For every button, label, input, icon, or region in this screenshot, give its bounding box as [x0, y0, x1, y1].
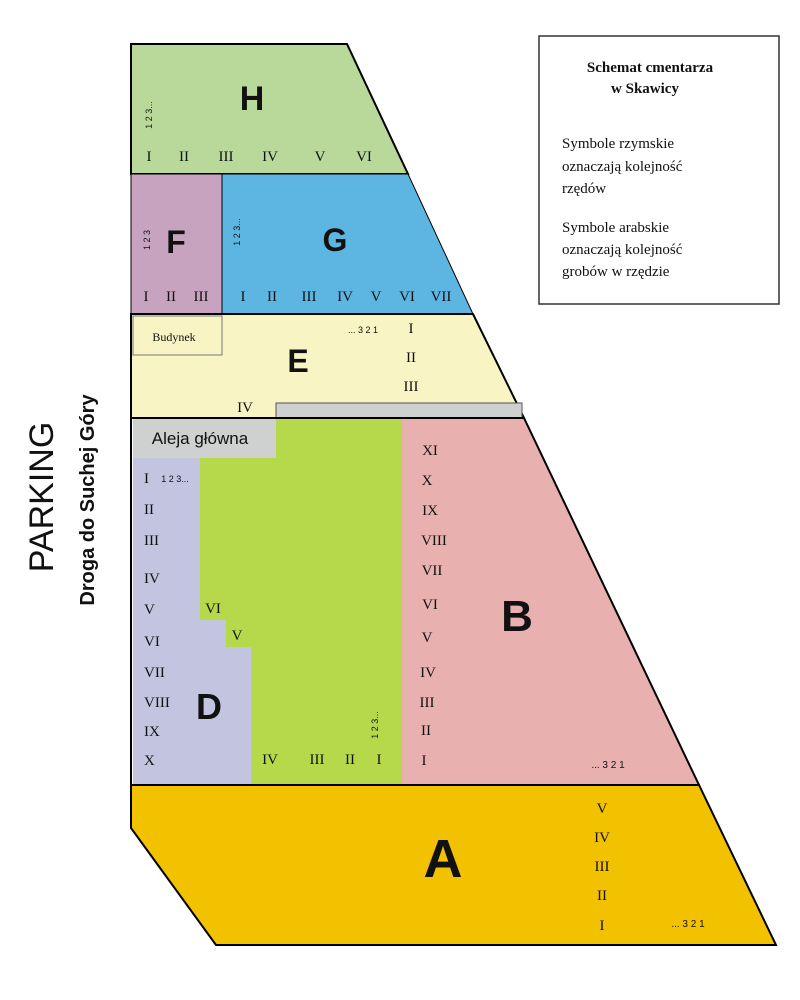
legend-roman-line: oznaczają kolejność: [562, 159, 683, 175]
row-label: II: [597, 888, 607, 904]
section-f[interactable]: [130, 173, 223, 315]
section-g-rows: I II III IV V VI VII: [241, 289, 452, 305]
legend-box: [538, 35, 780, 305]
row-label: I: [409, 321, 414, 337]
section-b-letter: B: [501, 592, 533, 641]
legend-subtitle: w Skawicy: [611, 81, 679, 97]
row-label: II: [421, 723, 431, 739]
section-b[interactable]: [402, 418, 699, 785]
section-c-graves: 1 2 3...: [370, 711, 380, 739]
row-label: III: [219, 149, 234, 165]
row-label: IV: [237, 400, 253, 416]
row-label: IV: [420, 665, 436, 681]
row-label: IV: [594, 830, 610, 846]
legend-arabic-line: oznaczają kolejność: [562, 242, 683, 258]
legend-arabic: Symbole arabskie oznaczają kolejność gro…: [562, 220, 683, 280]
section-h-graves: 1 2 3...: [144, 101, 154, 129]
row-label: IV: [262, 752, 278, 768]
section-d-graves: 1 2 3...: [161, 474, 189, 484]
building-label: Budynek: [152, 330, 195, 344]
row-label: X: [144, 753, 155, 769]
row-label: II: [267, 289, 277, 305]
row-label: III: [194, 289, 209, 305]
section-e-path: [275, 402, 523, 419]
row-label: I: [144, 471, 149, 487]
section-e-letter: E: [287, 343, 308, 379]
section-a-graves: ... 3 2 1: [671, 919, 705, 930]
row-label: XI: [422, 443, 438, 459]
row-label: V: [144, 602, 155, 618]
legend-arabic-line: Symbole arabskie: [562, 220, 669, 236]
section-g-graves: 1 2 3...: [232, 218, 242, 246]
legend-roman-line: Symbole rzymskie: [562, 136, 674, 152]
section-g-letter: G: [323, 222, 348, 258]
section-d-letter: D: [196, 686, 222, 727]
legend-roman-line: rzędów: [562, 181, 606, 197]
row-label: III: [302, 289, 317, 305]
row-label: I: [147, 149, 152, 165]
road-label: Droga do Suchej Góry: [77, 394, 99, 606]
section-a-rows: V IV III II I: [594, 801, 610, 934]
legend-arabic-line: grobów w rzędzie: [562, 264, 670, 280]
row-label: V: [315, 149, 326, 165]
row-label: II: [144, 502, 154, 518]
row-label: I: [377, 752, 382, 768]
section-e-graves: ... 3 2 1: [348, 325, 378, 335]
row-label: VI: [205, 601, 221, 617]
section-c-rows: VI V IV III II I: [205, 601, 381, 768]
legend-title: Schemat cmentarza: [587, 60, 714, 76]
row-label: V: [232, 628, 243, 644]
row-label: IV: [262, 149, 278, 165]
section-d-rows: I II III IV V VI VII VIII IX X: [144, 471, 170, 769]
main-alley[interactable]: [133, 419, 276, 458]
row-label: VIII: [144, 695, 170, 711]
row-label: IV: [144, 571, 160, 587]
section-h-letter: H: [240, 80, 265, 118]
row-label: II: [179, 149, 189, 165]
row-label: I: [600, 918, 605, 934]
row-label: V: [597, 801, 608, 817]
row-label: VI: [144, 634, 160, 650]
row-label: II: [406, 350, 416, 366]
row-label: VII: [431, 289, 452, 305]
section-c[interactable]: [200, 418, 402, 785]
section-b-graves: ... 3 2 1: [591, 760, 625, 771]
row-label: I: [241, 289, 246, 305]
row-label: V: [422, 630, 433, 646]
row-label: II: [166, 289, 176, 305]
row-label: III: [595, 859, 610, 875]
section-d[interactable]: [133, 458, 251, 785]
section-a-letter: A: [424, 829, 463, 889]
row-label: VII: [422, 563, 443, 579]
parking-label: PARKING: [23, 422, 61, 573]
section-b-rows: XI X IX VIII VII VI V IV III II I: [420, 443, 447, 769]
row-label: VI: [422, 597, 438, 613]
row-label: III: [420, 695, 435, 711]
row-label: II: [345, 752, 355, 768]
section-f-graves: 1 2 3: [142, 230, 152, 250]
building[interactable]: [132, 315, 223, 356]
row-label: I: [144, 289, 149, 305]
row-label: IX: [422, 503, 438, 519]
row-label: IV: [337, 289, 353, 305]
row-label: V: [371, 289, 382, 305]
main-alley-label: Aleja główna: [152, 429, 249, 448]
row-label: IX: [144, 724, 160, 740]
row-label: III: [404, 379, 419, 395]
row-label: III: [310, 752, 325, 768]
row-label: VI: [356, 149, 372, 165]
legend-roman: Symbole rzymskie oznaczają kolejność rzę…: [562, 136, 683, 197]
row-label: VIII: [421, 533, 447, 549]
row-label: VI: [399, 289, 415, 305]
row-label: III: [144, 533, 159, 549]
section-f-rows: I II III: [144, 289, 209, 305]
section-f-letter: F: [166, 224, 186, 260]
section-h-rows: I II III IV V VI: [147, 149, 372, 165]
section-a[interactable]: [130, 784, 778, 946]
row-label: VII: [144, 665, 165, 681]
row-label: X: [422, 473, 433, 489]
section-e-rows: I II III IV: [237, 321, 418, 416]
row-label: I: [422, 753, 427, 769]
